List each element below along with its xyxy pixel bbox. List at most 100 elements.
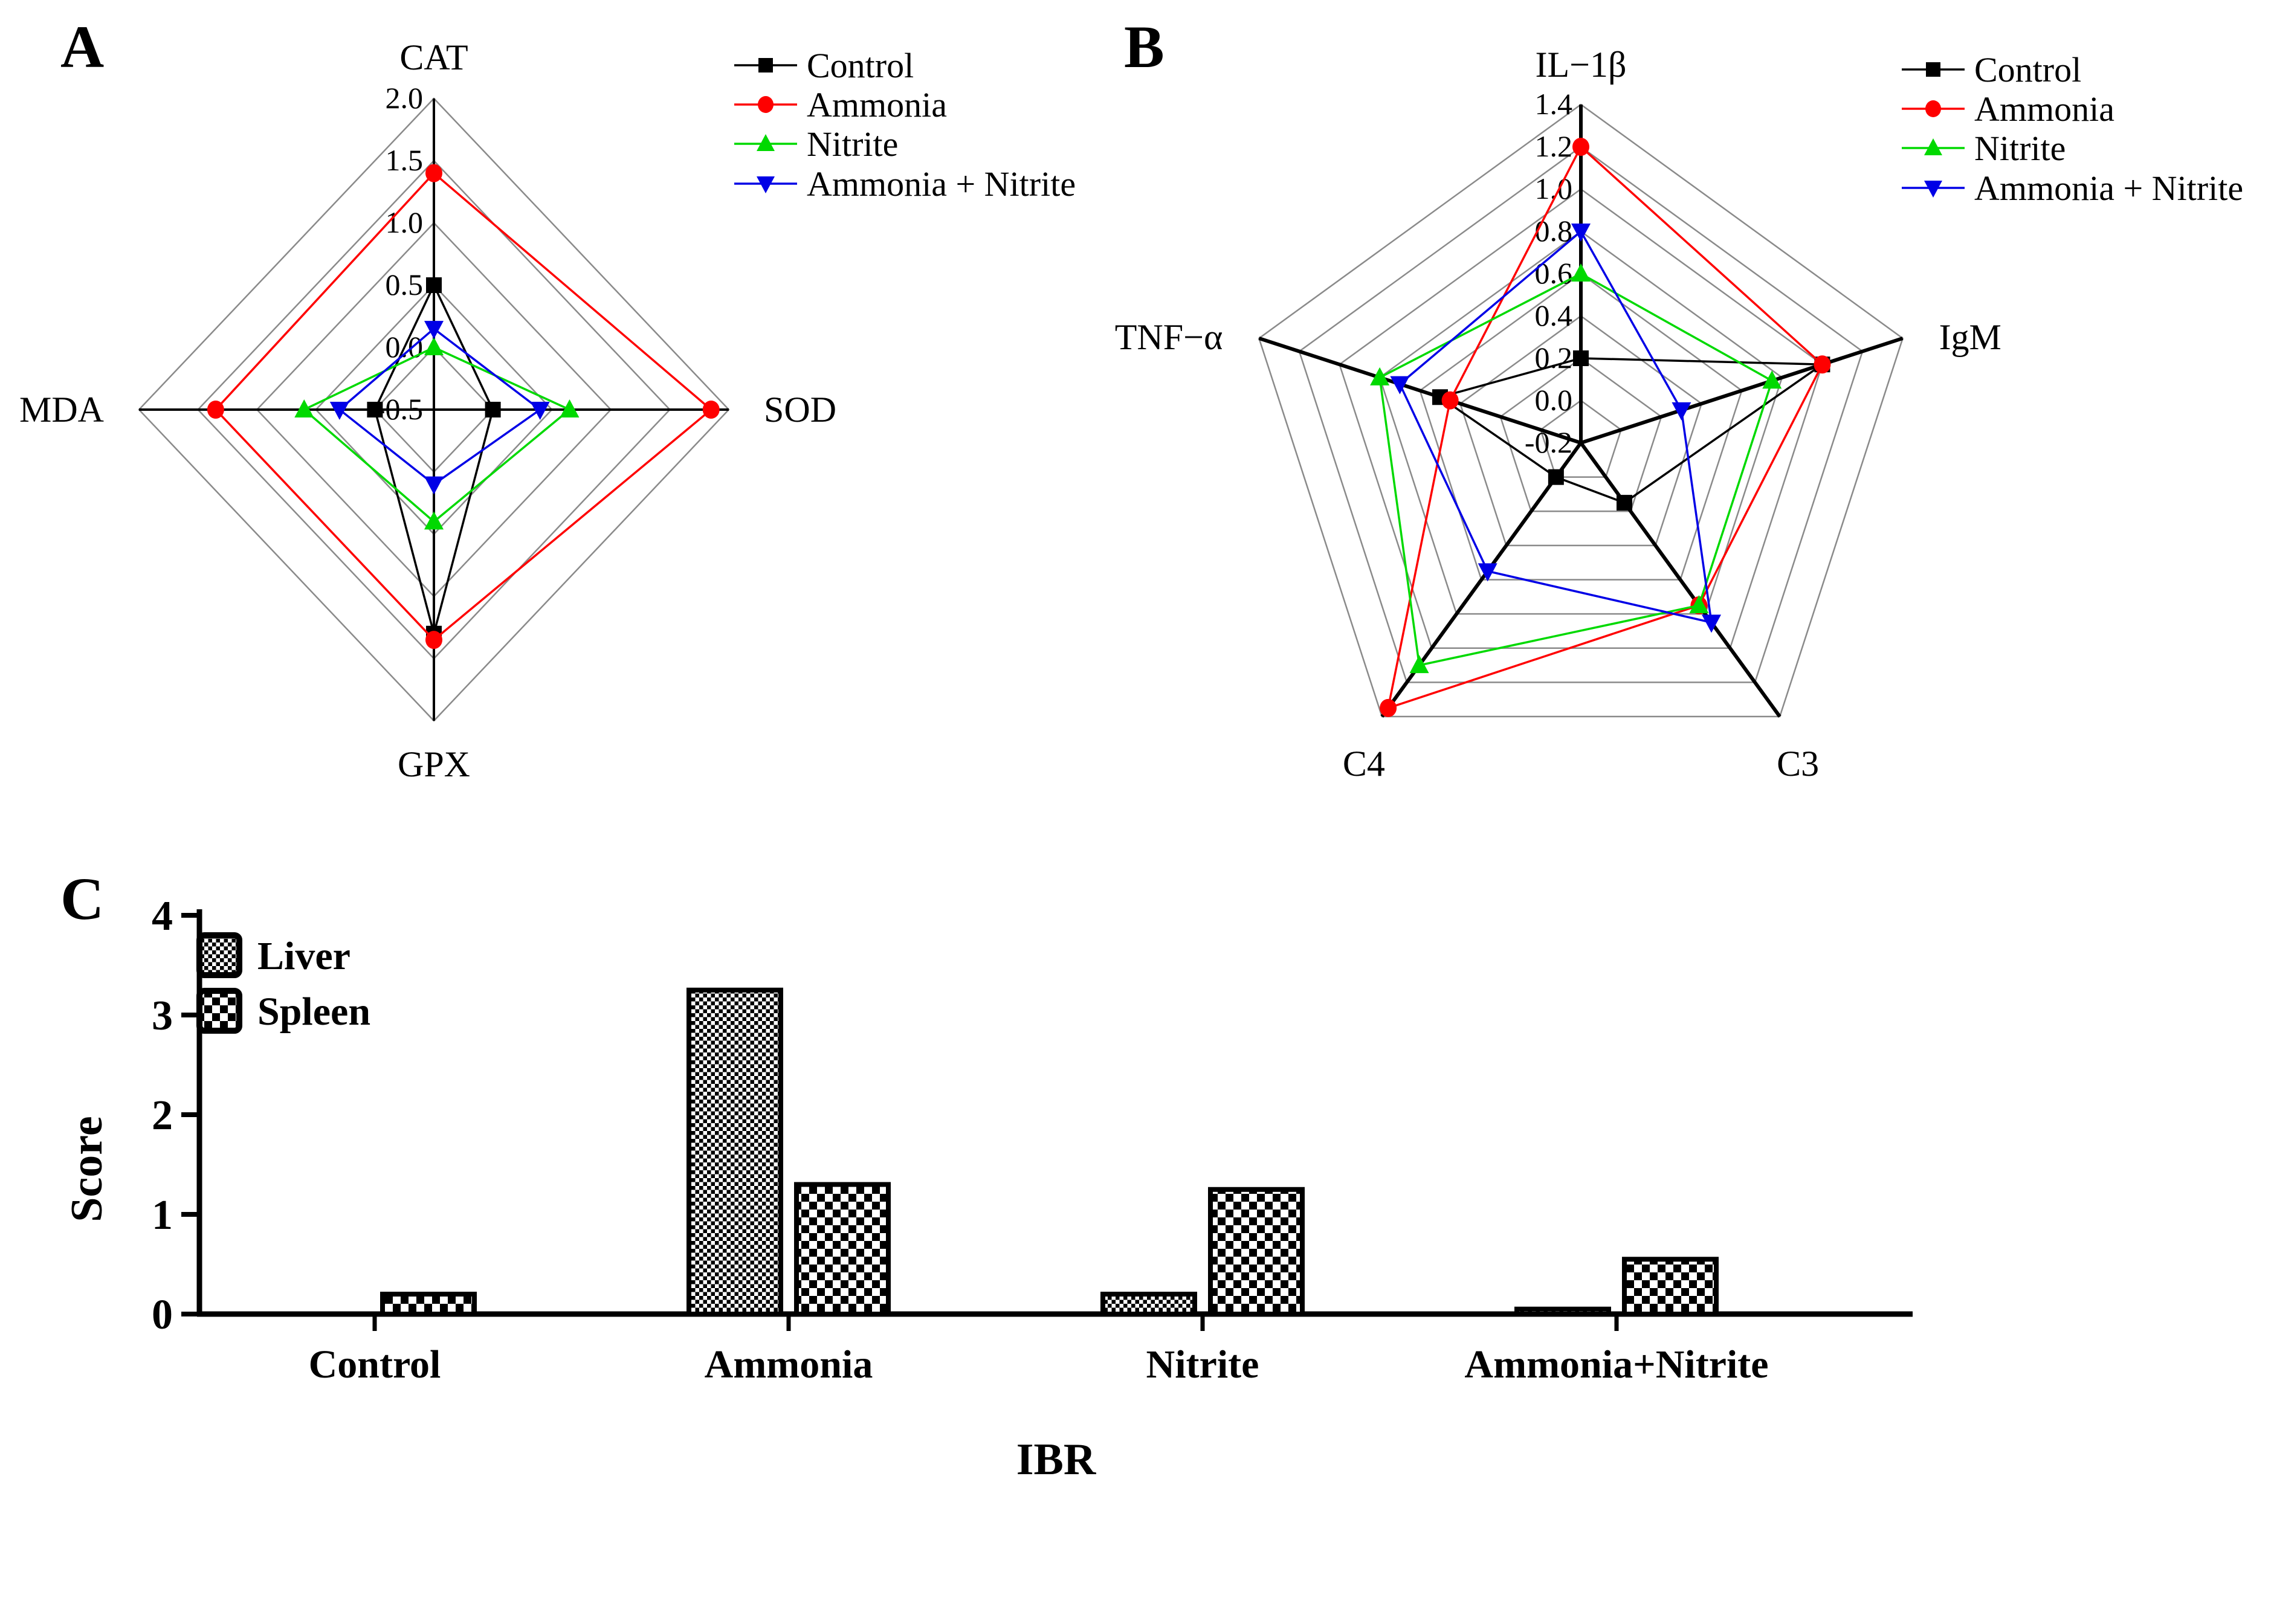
triangle-up-legend-icon [1924,138,1942,155]
spleen-bar [1622,1257,1719,1316]
axis-tick-label: 2.0 [386,81,424,115]
series-marker-0 [367,402,383,417]
series-marker-2 [1689,594,1709,613]
series-marker-3 [1672,402,1691,420]
triangle-up-legend-icon [757,134,775,151]
series-marker-2 [1370,367,1390,385]
series-marker-1 [425,164,442,182]
series-marker-3 [1390,376,1410,395]
legend-label: Ammonia [1974,89,2114,129]
axis-title: GPX [398,744,470,784]
axis-tick-label: 0.6 [1535,256,1573,290]
legend-label: Ammonia + Nitrite [1974,169,2243,208]
axis-tick-label: 0.0 [1535,383,1573,417]
series-marker-2 [424,337,444,355]
radar-chart-b: 1.41.21.00.80.60.40.20.0-0.2IL−1βIgMC3C4… [1115,45,2001,784]
axis-title: C3 [1777,744,1819,784]
series-marker-2 [1762,370,1782,389]
series-marker-3 [530,402,550,420]
series-line-3 [1398,230,1713,624]
grid-ring [1459,315,1703,547]
liver-bar [686,987,783,1316]
legend-label: Nitrite [807,124,898,164]
series-line-0 [1437,357,1826,504]
series-marker-0 [426,277,442,293]
axis-title: TNF−α [1115,317,1223,357]
series-marker-3 [424,321,444,340]
series-marker-1 [1572,138,1589,156]
y-tick-label: 1 [152,1192,173,1239]
series-marker-2 [424,511,444,530]
legend-label: Spleen [257,990,370,1034]
series-marker-0 [1573,350,1589,366]
series-marker-0 [1548,469,1564,485]
legend-label: Liver [257,934,351,978]
axis-tick-label: -0.2 [1525,425,1572,459]
series-marker-1 [702,401,720,419]
axis-tick-label: 1.4 [1535,87,1573,121]
series-marker-2 [560,399,580,417]
series-marker-3 [1571,224,1591,242]
y-tick-label: 4 [152,893,173,939]
series-marker-1 [207,401,224,419]
legend-label: Ammonia [807,85,947,124]
spleen-bar [1208,1187,1305,1316]
axis-title: MDA [19,390,104,430]
x-category-label: Ammonia+Nitrite [1464,1342,1768,1387]
axis-tick-label: -0.5 [375,392,423,426]
axis-tick-label: 0.5 [386,268,424,301]
grid-ring [1499,357,1662,512]
panel-a-label: A [60,13,105,80]
liver-legend-swatch [196,932,242,978]
axis-tick-label: 0.4 [1535,298,1573,332]
series-marker-0 [485,402,501,417]
legend-label: Control [1974,50,2081,89]
x-axis-title: IBR [1016,1435,1097,1484]
axis-title: IL−1β [1536,45,1627,85]
y-tick-label: 3 [152,993,173,1039]
axis-tick-label: 0.8 [1535,214,1573,248]
square-legend-icon [758,58,773,72]
series-marker-3 [424,476,444,495]
series-marker-1 [1380,698,1397,717]
y-axis-title: Score [62,1116,112,1222]
series-marker-2 [294,399,314,417]
series-marker-1 [1814,355,1831,374]
x-category-label: Control [309,1342,441,1387]
liver-bar [1100,1292,1197,1316]
spleen-legend-swatch [196,988,242,1034]
series-marker-3 [1702,614,1722,633]
x-category-label: Ammonia [705,1342,873,1387]
axis-tick-label: 1.2 [1535,129,1573,163]
grid-ring [1339,188,1823,649]
axis-tick-label: 1.5 [386,143,424,177]
spleen-bar [380,1292,477,1316]
grid-ring [1298,146,1864,683]
series-marker-3 [1478,563,1497,582]
grid-ring [1378,230,1783,615]
series-line-2 [1378,272,1774,667]
axis-spoke [1580,337,1904,445]
panel-c-label: C [60,865,105,932]
legend-label: Control [807,46,914,85]
legend-label: Nitrite [1974,129,2066,168]
series-marker-1 [425,631,442,649]
series-marker-2 [1571,263,1591,282]
legend-label: Ammonia + Nitrite [807,164,1076,204]
axis-spoke [1258,337,1581,445]
grid-ring [1258,103,1904,718]
triangle-down-legend-icon [1924,181,1942,198]
triangle-down-legend-icon [757,176,775,193]
y-tick-label: 0 [152,1292,173,1338]
axis-title: C4 [1343,744,1385,784]
series-marker-3 [329,402,349,420]
series-marker-2 [1409,655,1429,674]
liver-bar [1514,1306,1611,1316]
